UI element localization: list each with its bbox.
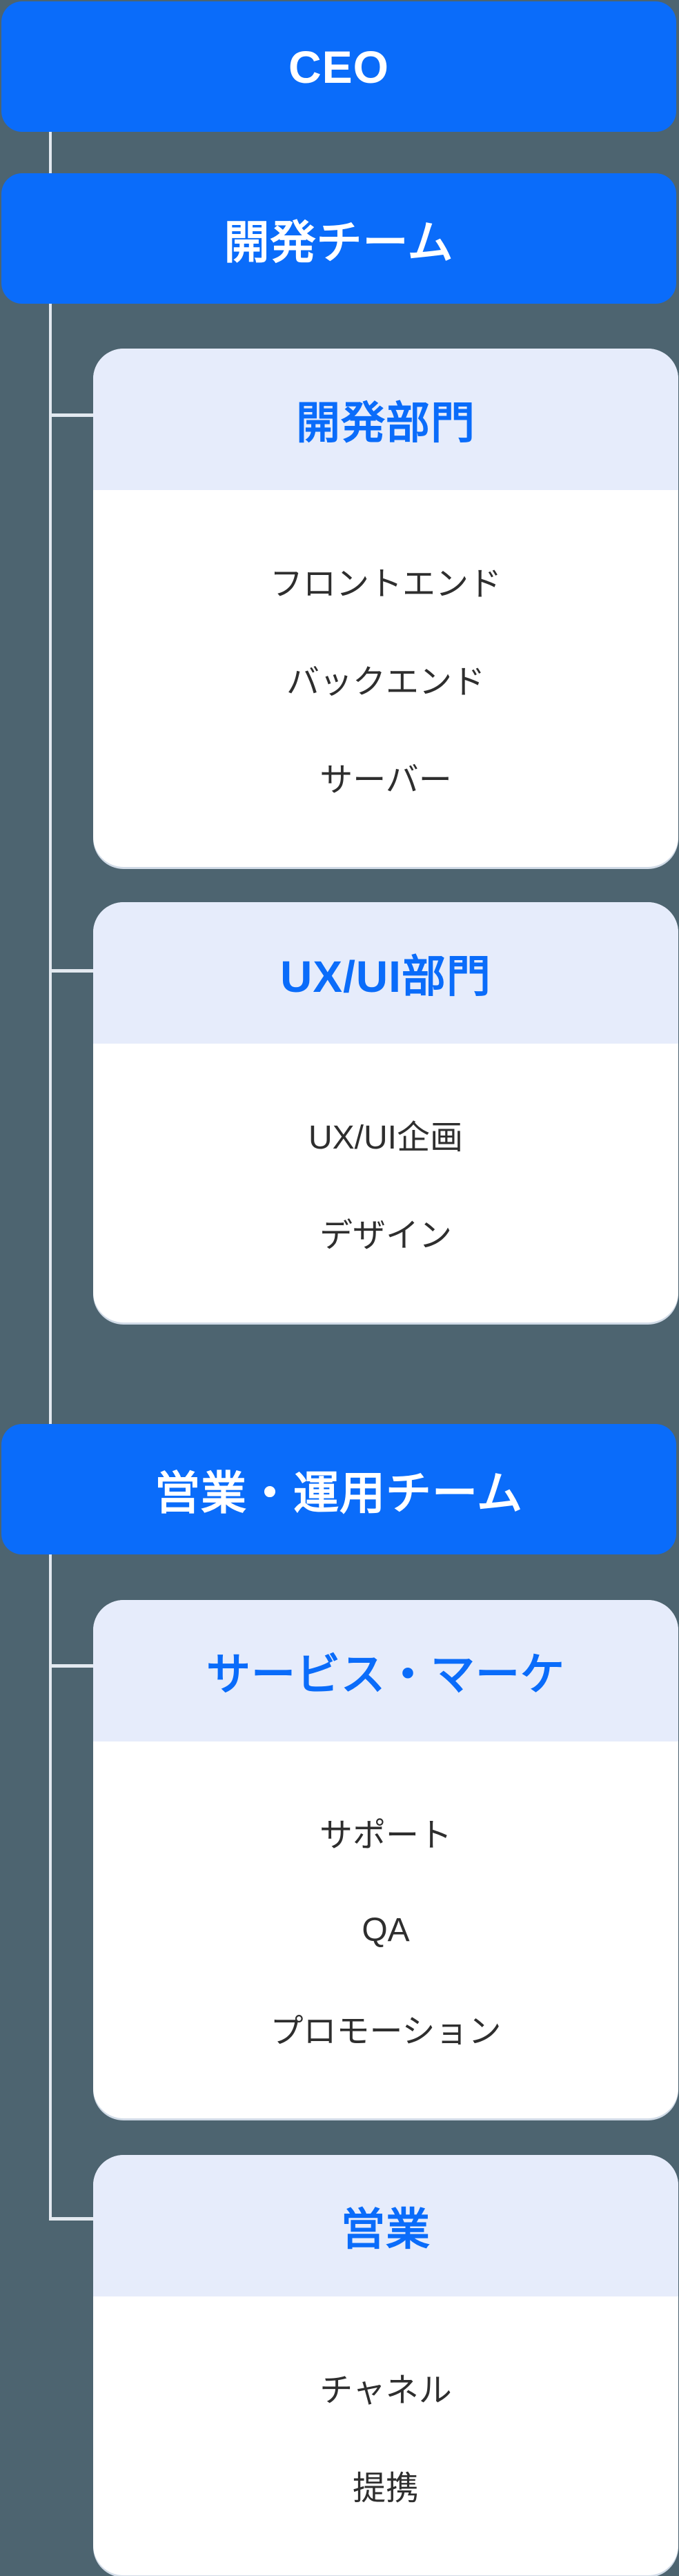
member-item: サポート: [319, 1817, 452, 1854]
node-sales-ops-team: 営業・運用チーム: [1, 1424, 676, 1554]
member-item: 提携: [352, 2470, 419, 2507]
member-item: サーバー: [319, 762, 452, 799]
node-uxui-department: UX/UI部門 UX/UI企画 デザイン: [93, 902, 678, 1323]
connector-line-dev-team-branch: [49, 304, 52, 1424]
node-dev-team-label: 開発チーム: [224, 216, 454, 268]
member-item: プロモーション: [270, 2013, 502, 2050]
member-item: フロントエンド: [269, 566, 502, 603]
sales-department-members: チャネル 提携: [93, 2296, 678, 2575]
node-sales-ops-team-label: 営業・運用チーム: [154, 1467, 524, 1519]
member-item: QA: [362, 1911, 410, 1949]
connector-branch-dev-department: [50, 413, 93, 417]
node-ceo: CEO: [1, 1, 676, 132]
member-item: デザイン: [319, 1218, 452, 1254]
dev-department-members: フロントエンド バックエンド サーバー: [93, 490, 678, 867]
node-ceo-label: CEO: [288, 41, 390, 92]
connector-line-salesops-branch: [49, 1554, 52, 2221]
connector-branch-sales-department: [50, 2217, 93, 2221]
uxui-department-header: UX/UI部門: [93, 902, 678, 1044]
service-marketing-header: サービス・マーケ: [93, 1600, 678, 1741]
uxui-department-members: UX/UI企画 デザイン: [93, 1044, 678, 1323]
node-dev-team: 開発チーム: [1, 173, 676, 304]
sales-department-title: 営業: [341, 2204, 431, 2254]
sales-department-header: 営業: [93, 2155, 678, 2296]
node-service-marketing-department: サービス・マーケ サポート QA プロモーション: [93, 1600, 678, 2118]
service-marketing-members: サポート QA プロモーション: [93, 1741, 678, 2118]
service-marketing-title: サービス・マーケ: [206, 1649, 565, 1699]
member-item: チャネル: [319, 2372, 452, 2409]
member-item: バックエンド: [286, 664, 485, 701]
connector-branch-service-department: [50, 1664, 93, 1668]
node-dev-department: 開発部門 フロントエンド バックエンド サーバー: [93, 349, 678, 867]
connector-branch-uxui-department: [50, 969, 93, 973]
dev-department-header: 開発部門: [93, 349, 678, 490]
node-sales-department: 営業 チャネル 提携: [93, 2155, 678, 2575]
dev-department-title: 開発部門: [296, 398, 475, 448]
member-item: UX/UI企画: [308, 1120, 464, 1156]
connector-line-ceo-to-dev-team: [49, 132, 52, 175]
uxui-department-title: UX/UI部門: [280, 951, 491, 1002]
